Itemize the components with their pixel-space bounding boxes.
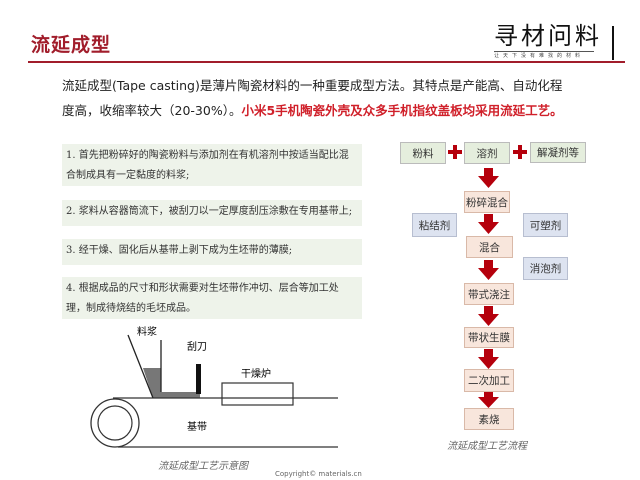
flow-additive-defoamer: 消泡剂 xyxy=(523,257,568,280)
doctor-blade xyxy=(196,364,201,394)
flow-input-deflocculant: 解凝剂等 xyxy=(530,142,586,163)
belt-label: 基带 xyxy=(187,420,207,433)
intro-line-1: 流延成型(Tape casting)是薄片陶瓷材料的一种重要成型方法。其特点是产… xyxy=(62,78,563,93)
flow-step-milling: 粉碎混合 xyxy=(464,191,510,213)
copyright: Copyright© materials.cn xyxy=(275,470,362,478)
roller-inner xyxy=(97,405,133,441)
hopper-wall-left xyxy=(127,334,154,399)
arrow-down-icon xyxy=(478,392,499,408)
plus-icon xyxy=(448,145,462,159)
flow-step-processing: 二次加工 xyxy=(464,369,514,392)
dryer xyxy=(221,382,294,406)
slurry-fill xyxy=(143,368,200,398)
intro-plain: 度高，收缩率较大（20-30%）。 xyxy=(62,103,242,118)
plus-icon xyxy=(513,145,527,159)
dryer-label: 干燥炉 xyxy=(241,368,271,380)
flow-input-solvent: 溶剂 xyxy=(464,142,510,164)
flow-connectors xyxy=(448,145,527,408)
slurry-label: 料浆 xyxy=(137,325,157,338)
flow-input-powder: 粉料 xyxy=(400,142,446,164)
logo-bar xyxy=(612,26,614,60)
flow-additive-binder: 粘结剂 xyxy=(412,213,457,237)
step-4: 4. 根据成品的尺寸和形状需要对生坯带作冲切、层合等加工处理，制成待烧结的毛坯成… xyxy=(62,277,362,319)
flow-step-green-tape: 带状生膜 xyxy=(464,327,514,348)
blade-label: 刮刀 xyxy=(187,340,207,353)
flow-step-casting: 带式浇注 xyxy=(464,283,514,305)
flow-step-mixing: 混合 xyxy=(466,236,513,258)
page-title: 流延成型 xyxy=(31,34,112,56)
flow-step-firing: 素烧 xyxy=(464,408,514,430)
logo: 寻材问料 让天下没有难找的材料 xyxy=(494,22,616,62)
intro-line-2: 度高，收缩率较大（20-30%）。小米5手机陶瓷外壳及众多手机指纹盖板均采用流延… xyxy=(62,100,563,119)
step-3: 3. 经干燥、固化后从基带上剥下成为生坯带的薄膜; xyxy=(62,239,362,265)
arrow-down-icon xyxy=(478,260,499,280)
intro-highlight: 小米5手机陶瓷外壳及众多手机指纹盖板均采用流延工艺。 xyxy=(241,103,563,118)
logo-main: 寻材问料 xyxy=(494,22,602,50)
flow-caption: 流延成型工艺流程 xyxy=(447,440,529,452)
arrow-down-icon xyxy=(478,168,499,188)
step-1: 1. 首先把粉碎好的陶瓷粉料与添加剂在有机溶剂中按适当配比混合制成具有一定黏度的… xyxy=(62,144,362,186)
arrow-down-icon xyxy=(478,306,499,326)
arrow-down-icon xyxy=(478,349,499,369)
arrow-down-icon xyxy=(478,214,499,234)
title-divider xyxy=(28,61,625,63)
step-2: 2. 浆料从容器筒流下，被刮刀以一定厚度刮压涂敷在专用基带上; xyxy=(62,200,362,226)
schematic-caption: 流延成型工艺示意图 xyxy=(158,460,250,472)
flow-additive-plasticizer: 可塑剂 xyxy=(523,213,568,237)
logo-sub: 让天下没有难找的材料 xyxy=(494,51,594,59)
